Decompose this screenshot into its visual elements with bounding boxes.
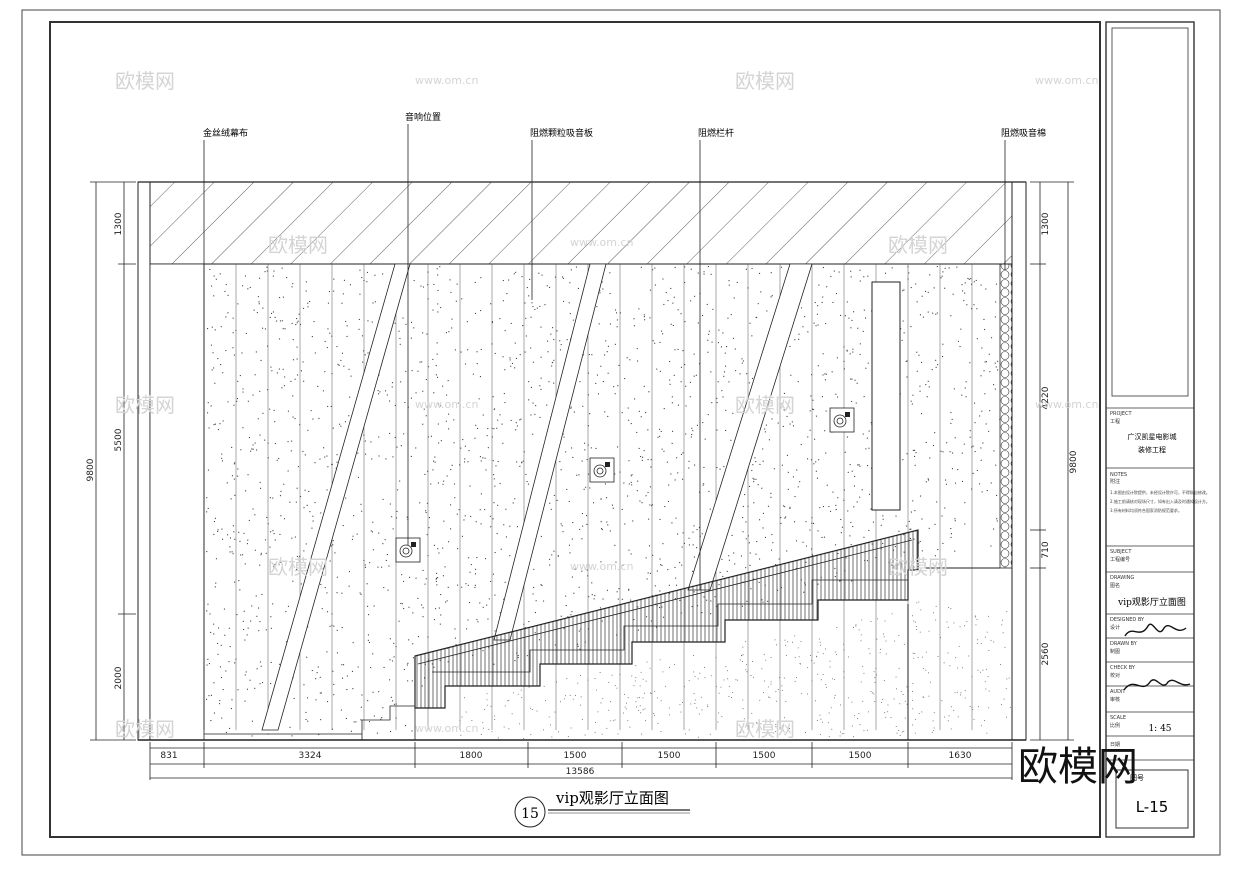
- dim-left-1: 5500: [114, 428, 124, 451]
- tb-project-name-1: 广汉凯星电影城: [1128, 432, 1177, 441]
- dim-left-0: 1300: [114, 212, 124, 235]
- lower-floor-block: [455, 601, 1011, 739]
- tb-checked-label-en: CHECK BY: [1110, 665, 1136, 671]
- dim-bottom-1: 3324: [299, 751, 322, 761]
- left-wall-post: [137, 181, 151, 741]
- tb-drawing-label-cn: 图名: [1110, 582, 1120, 589]
- watermark-brand: 欧模网: [115, 69, 175, 93]
- tb-audit-label-en: AUDIT: [1110, 689, 1126, 695]
- tb-notes-label-cn: 附注: [1110, 478, 1120, 485]
- tb-notes-label-en: NOTES: [1110, 472, 1127, 478]
- title-block: PROJECT 工程 NOTES 附注 SUBJECT 工程编号 DRAWING…: [1105, 21, 1210, 838]
- watermark-url: www.om.cn: [415, 74, 478, 87]
- callout-panel: 阻燃颗粒吸音板: [530, 127, 593, 139]
- tb-designed-label-en: DESIGNED BY: [1110, 617, 1145, 623]
- tb-audit-label-cn: 审核: [1110, 696, 1120, 703]
- tb-scale-value: 1: 45: [1148, 724, 1171, 734]
- watermark-brand: 欧模网: [735, 717, 795, 741]
- tb-project-label-en: PROJECT: [1110, 411, 1133, 417]
- watermark-brand: 欧模网: [268, 233, 328, 257]
- tb-drawn-label-en: DRAWN BY: [1110, 641, 1138, 647]
- tb-scale-label-cn: 比例: [1110, 722, 1120, 729]
- tb-checked-label-cn: 校对: [1110, 672, 1120, 679]
- dim-left-2: 2000: [114, 666, 124, 689]
- acoustic-panel-wall: [206, 266, 1001, 737]
- drawing-title-text: vip观影厅立面图: [555, 789, 669, 807]
- callouts: 金丝绒幕布 音响位置 阻燃颗粒吸音板 阻燃栏杆 阻燃吸音棉: [203, 111, 1046, 590]
- tb-sheet-value: L-15: [1136, 798, 1169, 816]
- dimension-lines: [90, 181, 1074, 780]
- drawing-frame: [49, 21, 1101, 838]
- right-wall-post: [1011, 181, 1027, 741]
- diagonal-band-3: [687, 263, 813, 591]
- dim-right-3: 2560: [1041, 642, 1051, 665]
- diagonal-band-2: [493, 263, 607, 641]
- watermark-brand: 欧模网: [735, 69, 795, 93]
- dim-bottom-6: 1500: [849, 751, 872, 761]
- curtain-strip: [149, 263, 205, 741]
- watermarks: 欧模网 欧模网 欧模网 欧模网 欧模网 欧模网 欧模网 欧模网 欧模网 欧模网 …: [115, 69, 1098, 741]
- brand-logo: 欧模网: [1018, 744, 1138, 790]
- absorber-strip: [999, 263, 1013, 569]
- dimension-labels: 831 3324 1800 1500 1500 1500 1500 1630 1…: [86, 212, 1079, 777]
- diagonal-band-1: [261, 263, 411, 731]
- tb-subject-label-en: SUBJECT: [1110, 549, 1132, 555]
- tb-drawn-label-cn: 制图: [1110, 648, 1120, 655]
- watermark-url: www.om.cn: [415, 398, 478, 411]
- dim-right-1: 4220: [1041, 386, 1051, 409]
- drawing-number: 15: [521, 806, 539, 822]
- stepped-railing: [414, 529, 919, 709]
- tb-designed-label-cn: 设计: [1110, 624, 1120, 631]
- tb-notes-2: 2.施工前请核对现场尺寸，如有出入请及时通知设计方。: [1110, 498, 1210, 504]
- callout-absorber: 阻燃吸音棉: [1001, 127, 1046, 139]
- dim-bottom-0: 831: [160, 751, 177, 761]
- callout-railing: 阻燃栏杆: [698, 127, 734, 139]
- checker-signature: [1123, 679, 1191, 691]
- tb-subject-label-cn: 工程编号: [1110, 556, 1130, 563]
- designer-signature: [1124, 623, 1187, 637]
- tb-scale-label-en: SCALE: [1110, 715, 1126, 721]
- tb-notes-1: 1.本图由设计院提供，未经设计院许可，不得私自修改。: [1110, 489, 1210, 495]
- dim-right-0: 1300: [1041, 212, 1051, 235]
- speaker-icon: [829, 407, 855, 433]
- vertical-slot: [871, 281, 901, 511]
- tb-project-name-2: 装修工程: [1138, 445, 1166, 454]
- dim-left-outer: 9800: [86, 458, 96, 481]
- dim-right-2: 710: [1041, 541, 1051, 558]
- tb-notes-3: 3.所有材料均须符合国家消防规范要求。: [1110, 507, 1182, 513]
- watermark-url: www.om.cn: [1035, 398, 1098, 411]
- dim-bottom-4: 1500: [658, 751, 681, 761]
- watermark-brand: 欧模网: [268, 555, 328, 579]
- tb-sheet-label: 图号: [1130, 774, 1144, 782]
- tb-drawing-name: vip观影厅立面图: [1117, 596, 1186, 608]
- watermark-brand: 欧模网: [888, 555, 948, 579]
- dim-right-outer: 9800: [1069, 450, 1079, 473]
- watermark-url: www.om.cn: [570, 560, 633, 573]
- watermark-brand: 欧模网: [115, 717, 175, 741]
- dim-bottom-7: 1630: [949, 751, 972, 761]
- drawing-title: 15 vip观影厅立面图: [514, 789, 690, 828]
- watermark-brand: 欧模网: [115, 393, 175, 417]
- tb-drawing-label-en: DRAWING: [1110, 575, 1134, 581]
- watermark-brand: 欧模网: [888, 233, 948, 257]
- dim-bottom-5: 1500: [753, 751, 776, 761]
- dim-total: 13586: [566, 767, 595, 777]
- watermark-url: www.om.cn: [1035, 74, 1098, 87]
- speaker-icon: [589, 457, 615, 483]
- callout-speaker: 音响位置: [405, 111, 441, 123]
- watermark-url: www.om.cn: [570, 236, 633, 249]
- tb-date-label: 日期: [1110, 742, 1120, 748]
- dim-bottom-2: 1800: [460, 751, 483, 761]
- sheet-outer-border: [21, 9, 1221, 856]
- dim-bottom-3: 1500: [564, 751, 587, 761]
- watermark-brand: 欧模网: [735, 393, 795, 417]
- tb-project-label-cn: 工程: [1110, 418, 1120, 425]
- callout-curtain: 金丝绒幕布: [203, 127, 248, 139]
- watermark-url: www.om.cn: [415, 722, 478, 735]
- elevation: [137, 181, 1027, 741]
